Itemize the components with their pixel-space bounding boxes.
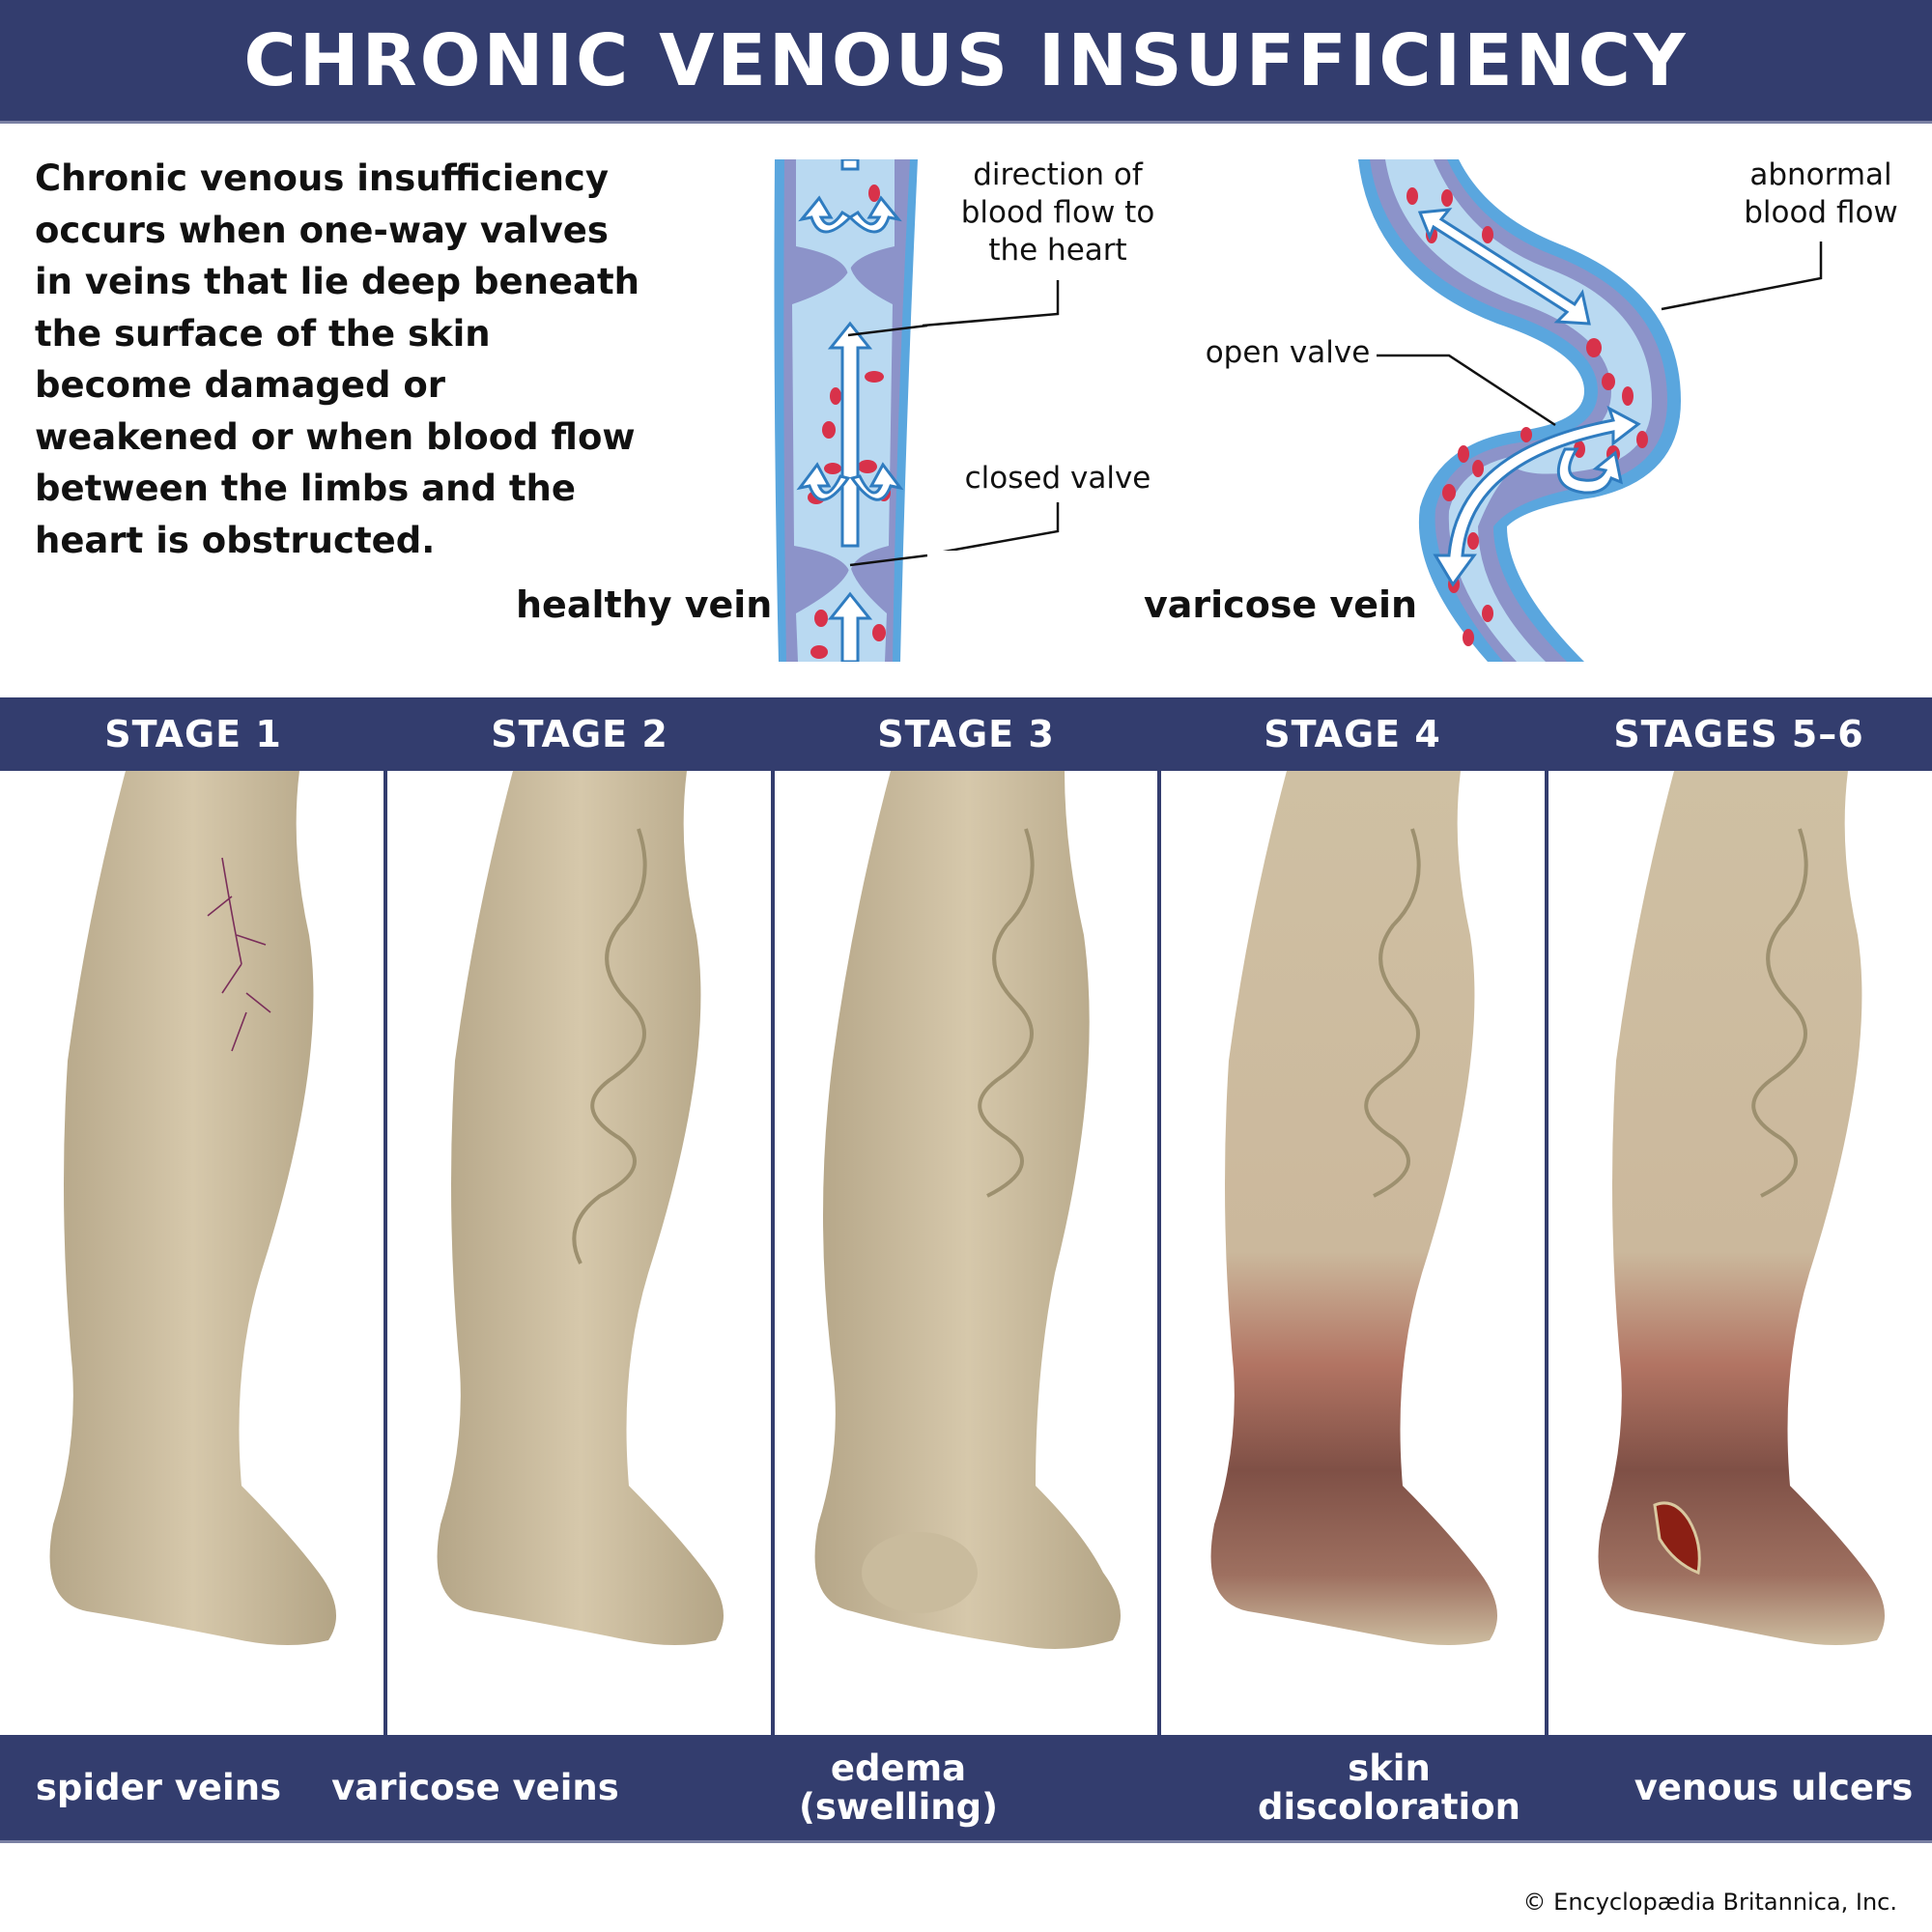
double-arrow-icon [1417, 208, 1591, 326]
curved-arrow-icon [849, 462, 904, 501]
leg-spider-veins-illustration [49, 771, 337, 1645]
condition-skin-discoloration: skin discoloration [1258, 1747, 1520, 1828]
condition-varicose-veins: varicose veins [331, 1766, 619, 1808]
curved-arrow-icon [798, 195, 853, 234]
arrow-up-icon [827, 321, 873, 548]
label-open-valve: open valve [1205, 335, 1371, 370]
condition-venous-ulcers: venous ulcers [1634, 1766, 1914, 1808]
curved-arrow-icon [796, 462, 851, 501]
healthy-vein-illustration [774, 159, 927, 662]
ulcer-wound [1653, 1501, 1701, 1576]
stage-header-5-6: STAGES 5–6 [1613, 713, 1864, 755]
label-abnormal-blood-flow: abnormal blood flow [1744, 157, 1898, 230]
curved-arrow-icon [1556, 447, 1624, 495]
label-direction-of-blood-flow: direction of blood flow to the heart [960, 157, 1155, 268]
varicose-veins [572, 828, 647, 1264]
stage-header-band: STAGE 1 STAGE 2 STAGE 3 STAGE 4 STAGES 5… [0, 697, 1932, 771]
leg-varicose-veins-illustration [437, 771, 724, 1645]
stage-header-1: STAGE 1 [104, 713, 282, 755]
swollen-ankle [861, 1532, 978, 1613]
leg-stage-4 [1161, 771, 1549, 1735]
varicose-vein-caption: varicose vein [1144, 583, 1418, 626]
title-banner: CHRONIC VENOUS INSUFFICIENCY [0, 0, 1932, 124]
arrow-icons [1417, 208, 1641, 587]
intro-paragraph: Chronic venous insufficiency occurs when… [35, 157, 640, 561]
healthy-vein-caption: healthy vein [516, 583, 773, 626]
leg-edema-illustration [814, 771, 1121, 1649]
copyright-notice: © Encyclopædia Britannica, Inc. [1522, 1889, 1897, 1916]
arrow-up-icon [827, 591, 873, 662]
healthy-vein-diagram [773, 159, 927, 662]
stage-header-3: STAGE 3 [877, 713, 1055, 755]
varicose-vein-diagram [1352, 159, 1700, 662]
label-closed-valve: closed valve [964, 461, 1151, 496]
leg-stage-2 [387, 771, 775, 1735]
leg-stage-3 [775, 771, 1162, 1735]
leg-stage-1 [0, 771, 387, 1735]
varicose-vein-illustration [1358, 159, 1681, 662]
varicose-vein-leader-lines [1377, 242, 1823, 427]
leg-stage-5-6 [1548, 771, 1932, 1735]
page-title: CHRONIC VENOUS INSUFFICIENCY [243, 18, 1689, 102]
curved-arrow-icon [847, 195, 902, 234]
spider-veins [207, 857, 271, 1052]
arrow-icons [796, 159, 904, 662]
stage-header-4: STAGE 4 [1264, 713, 1441, 755]
stage-header-2: STAGE 2 [491, 713, 668, 755]
leg-skin-discoloration-illustration [1210, 771, 1498, 1645]
curved-arrow-icon [1433, 405, 1641, 587]
condition-spider-veins: spider veins [35, 1766, 282, 1808]
condition-label-band: spider veins varicose veins edema (swell… [0, 1735, 1932, 1843]
leg-venous-ulcer-illustration [1598, 771, 1886, 1645]
stage-illustrations [0, 771, 1932, 1735]
condition-edema: edema (swelling) [799, 1747, 998, 1828]
healthy-vein-leader-lines [923, 280, 1060, 551]
